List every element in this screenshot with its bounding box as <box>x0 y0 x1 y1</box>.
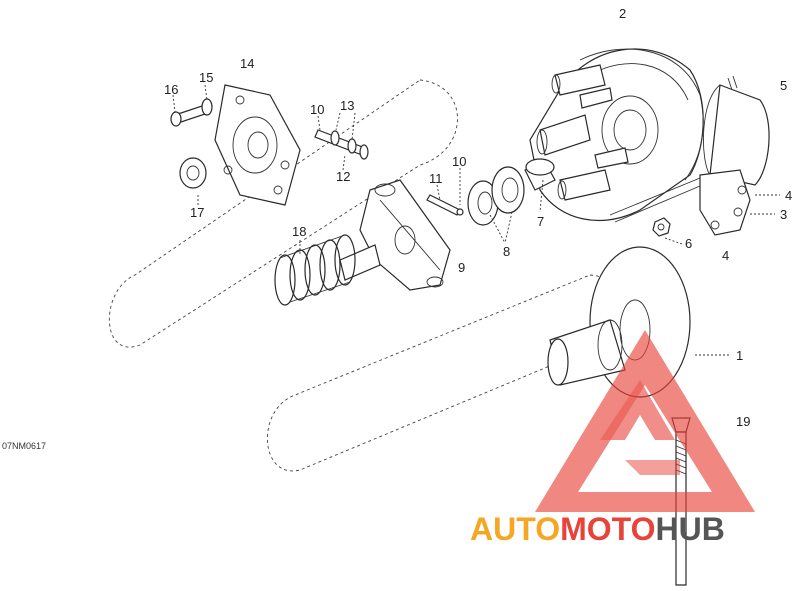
spider-9 <box>339 179 451 291</box>
upper-centerline-capsule <box>108 79 458 348</box>
spring-18 <box>274 234 356 306</box>
callout-10-left: 10 <box>310 102 324 117</box>
callout-7: 7 <box>537 214 544 229</box>
callout-10-right: 10 <box>452 154 466 169</box>
callout-17: 17 <box>190 205 204 220</box>
callout-15: 15 <box>199 70 213 85</box>
callout-8: 8 <box>503 244 510 259</box>
drive-pulley-housing <box>529 48 704 221</box>
bushing-7 <box>524 158 556 191</box>
callout-16: 16 <box>164 82 178 97</box>
sliding-sheave-1 <box>547 246 691 398</box>
watermark-text: AUTOMOTOHUB <box>470 511 725 547</box>
watermark-logo <box>535 330 755 512</box>
cover-cylinder <box>703 75 770 186</box>
callout-18: 18 <box>292 224 306 239</box>
pin-assembly-12-13 <box>314 129 369 160</box>
callout-6: 6 <box>685 236 692 251</box>
pin-11 <box>426 194 464 216</box>
washers-8 <box>467 166 525 226</box>
lower-centerline-capsule <box>266 274 630 472</box>
bushing-17 <box>179 157 207 189</box>
callout-3: 3 <box>780 207 787 222</box>
retaining-bracket <box>609 169 751 236</box>
callout-19: 19 <box>736 414 750 429</box>
watermark-triangle-icon <box>535 330 755 512</box>
callout-12: 12 <box>336 169 350 184</box>
callout-11: 11 <box>429 171 443 186</box>
callout-13: 13 <box>340 98 354 113</box>
callout-2: 2 <box>619 6 626 21</box>
callout-5: 5 <box>780 78 787 93</box>
nut-6 <box>652 217 671 237</box>
washer-15 <box>201 98 213 116</box>
callout-14: 14 <box>240 56 254 71</box>
drawing-code: 07NM0617 <box>2 441 46 451</box>
callout-9: 9 <box>458 260 465 275</box>
callout-4-right: 4 <box>785 188 792 203</box>
cover-plate-14 <box>214 84 301 206</box>
callout-1: 1 <box>736 348 743 363</box>
callout-4-lower: 4 <box>722 248 729 263</box>
